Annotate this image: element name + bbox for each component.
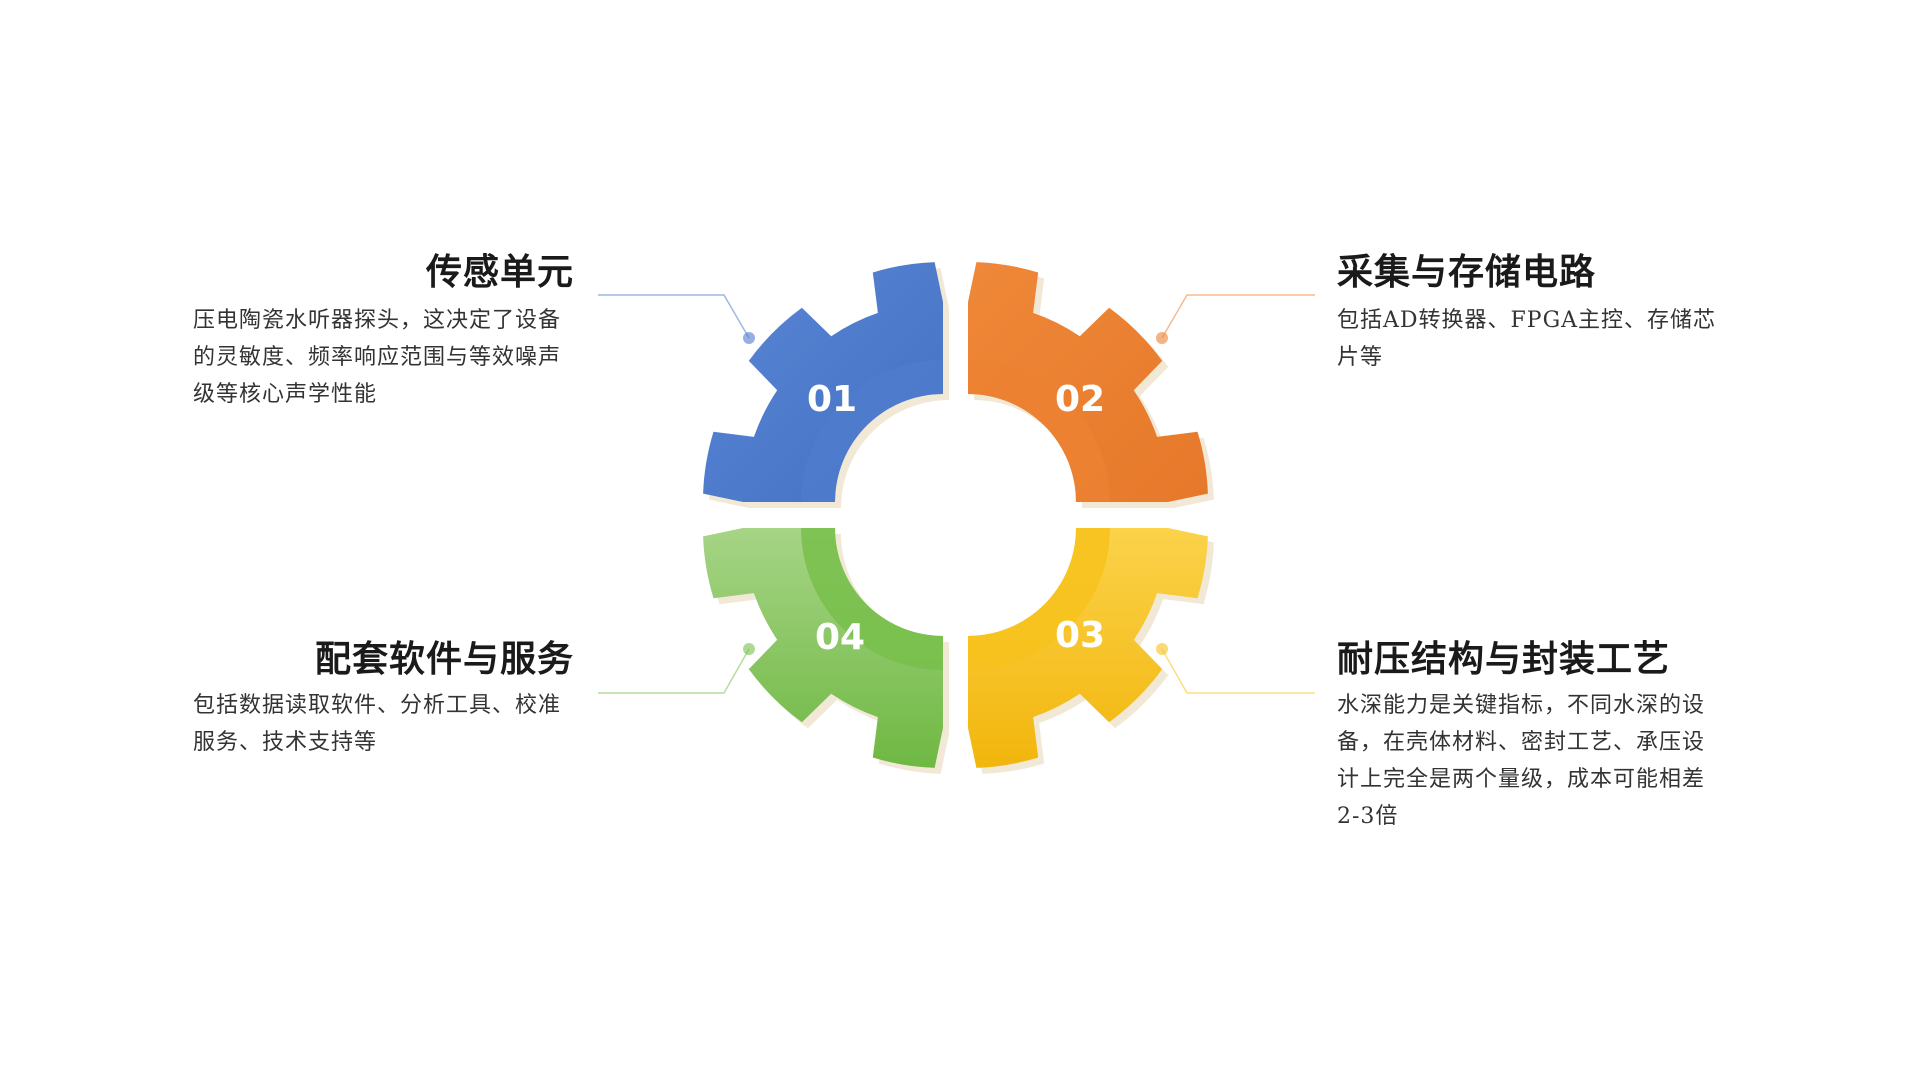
connector-dot-01 <box>743 332 755 344</box>
desc-03: 水深能力是关键指标，不同水深的设备，在壳体材料、密封工艺、承压设计上完全是两个量… <box>1337 693 1706 829</box>
desc-01: 压电陶瓷水听器探头，这决定了设备的灵敏度、频率响应范围与等效噪声级等核心声学性能 <box>193 308 562 407</box>
gear-number-02: 02 <box>1055 379 1105 420</box>
gear-inner-ring-04 <box>801 528 943 670</box>
connector-dot-03 <box>1156 643 1168 655</box>
connector-dot-04 <box>743 643 755 655</box>
gear-inner-ring-02 <box>968 360 1110 502</box>
gear-quadrant-02 <box>968 262 1208 502</box>
connector-line-03 <box>1161 648 1315 694</box>
connector-dot-02 <box>1156 332 1168 344</box>
connector-line-01 <box>598 294 750 339</box>
title-04: 配套软件与服务 <box>314 639 574 680</box>
gear-quadrant-03 <box>968 528 1208 768</box>
desc-04: 包括数据读取软件、分析工具、校准服务、技术支持等 <box>193 693 562 755</box>
gear-quadrant-04 <box>703 528 943 768</box>
gear-number-03: 03 <box>1055 615 1105 656</box>
title-02: 采集与存储电路 <box>1337 252 1597 293</box>
connector-line-04 <box>598 648 750 694</box>
title-03: 耐压结构与封装工艺 <box>1337 639 1671 680</box>
gear-inner-ring-01 <box>801 360 943 502</box>
gear-quadrant-01 <box>703 262 943 502</box>
desc-02: 包括AD转换器、FPGA主控、存储芯片等 <box>1337 308 1717 370</box>
connector-line-02 <box>1161 294 1315 339</box>
gear-number-04: 04 <box>815 617 865 658</box>
gear-number-01: 01 <box>807 379 857 420</box>
gear-inner-ring-03 <box>968 528 1110 670</box>
title-01: 传感单元 <box>425 252 574 293</box>
